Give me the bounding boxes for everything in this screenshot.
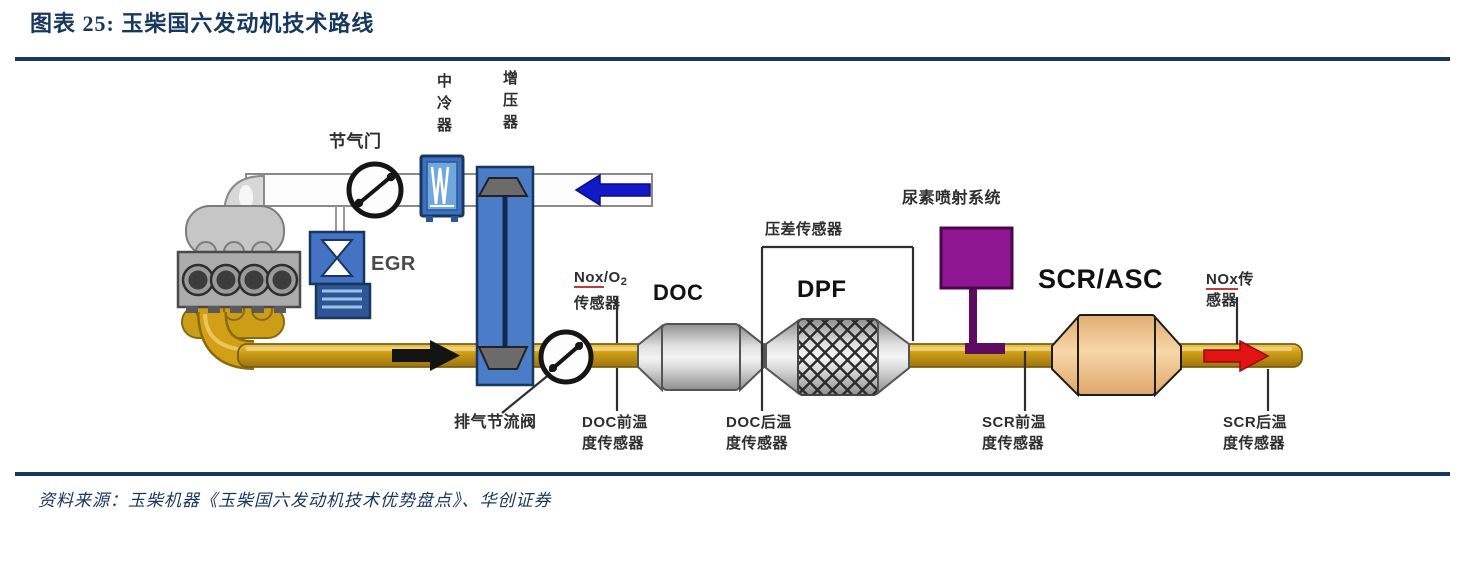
- intercooler-label: 中冷器: [435, 73, 452, 139]
- intake-flow-arrow-icon: [574, 173, 651, 207]
- throttle-label: 节气门: [329, 132, 382, 151]
- diff-pressure-sensor-label: 压差传感器: [765, 221, 843, 238]
- footer-divider: [15, 472, 1450, 476]
- scr-rear-temp-sensor-label: SCR后温 度传感器: [1223, 414, 1288, 452]
- nox-sensor-label: NOx传 感器: [1206, 271, 1254, 309]
- exhaust-throttle-valve-icon: [501, 329, 594, 414]
- scr-asc-catalyst: [1051, 314, 1182, 398]
- urea-injection-system: [939, 226, 1014, 354]
- throttle-valve-icon: [346, 161, 404, 219]
- egr-valve: [308, 230, 372, 320]
- turbocharger-label: 增压器: [501, 70, 518, 136]
- nox-underlined: NOx: [1206, 271, 1239, 290]
- dpf-filter: [765, 318, 910, 396]
- title-divider: [15, 57, 1450, 61]
- source-note: 资料来源：玉柴机器《玉柴国六发动机技术优势盘点》、华创证券: [38, 491, 552, 510]
- egr-connector-lines: [335, 206, 345, 232]
- turbocharger: [475, 165, 535, 387]
- doc-catalyst: [637, 323, 765, 393]
- sensor-leader-lines: [615, 245, 1270, 411]
- engine: [176, 205, 302, 313]
- tailpipe-flow-arrow-icon: [1203, 339, 1270, 373]
- scr-front-temp-sensor-label: SCR前温 度传感器: [982, 414, 1047, 452]
- egr-label: EGR: [371, 253, 416, 275]
- urea-system-label: 尿素喷射系统: [902, 190, 1002, 207]
- figure-title: 图表 25: 玉柴国六发动机技术路线: [30, 11, 375, 36]
- exhaust-throttle-valve-label: 排气节流阀: [454, 414, 537, 431]
- doc-label: DOC: [653, 280, 704, 305]
- intercooler: [419, 154, 465, 222]
- dpf-label: DPF: [797, 276, 847, 303]
- doc-front-temp-sensor-label: DOC前温 度传感器: [582, 414, 648, 452]
- nox-o2-sensor-label: Nox/O2 传感器: [574, 269, 628, 312]
- scr-asc-label: SCR/ASC: [1038, 264, 1164, 294]
- nox-o2-underlined: Nox: [574, 269, 604, 288]
- exhaust-flow-arrow-icon: [392, 340, 460, 371]
- engine-cylinders: [181, 263, 299, 297]
- doc-rear-temp-sensor-label: DOC后温 度传感器: [726, 414, 792, 452]
